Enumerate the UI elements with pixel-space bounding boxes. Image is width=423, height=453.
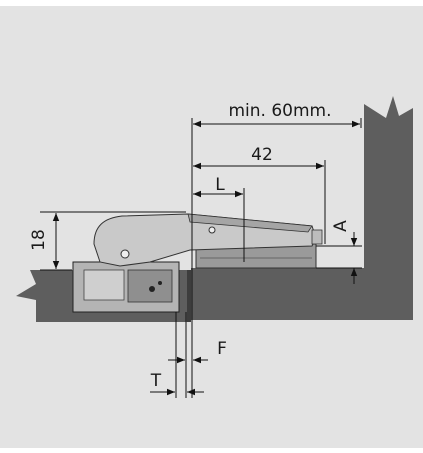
cup-screw-1	[149, 286, 155, 292]
door-panel	[191, 268, 413, 320]
label-hinge-length: 42	[251, 145, 273, 165]
cup-screw-2	[158, 281, 162, 285]
label-a: A	[331, 220, 351, 232]
hinge-pivot	[120, 249, 130, 259]
hinge-arm-top	[187, 213, 313, 233]
label-f: F	[217, 339, 227, 359]
top-strip	[0, 0, 423, 6]
door-gap	[187, 270, 191, 322]
cup-mechanism	[127, 269, 173, 303]
hinge-adjuster	[311, 229, 323, 245]
hinge-screw	[208, 226, 216, 234]
label-t: T	[150, 371, 162, 391]
cup-inner	[83, 269, 125, 301]
label-height: 18	[29, 229, 49, 251]
side-panel	[364, 96, 413, 268]
label-min-distance: min. 60mm.	[228, 101, 331, 121]
label-l: L	[215, 175, 225, 195]
